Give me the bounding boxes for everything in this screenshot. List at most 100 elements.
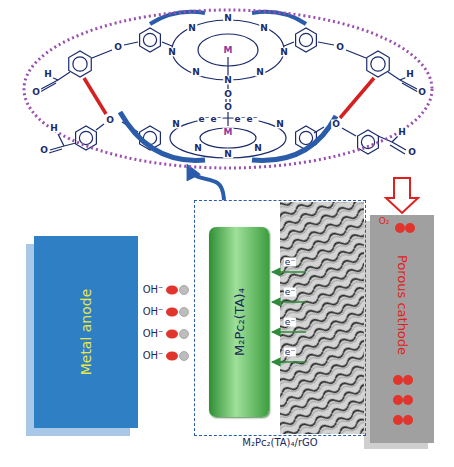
atom-label: H [405, 70, 415, 79]
bond [392, 142, 406, 150]
electron-label: e⁻ [284, 348, 296, 357]
atom-label: N [223, 76, 233, 85]
aromatic-circle [299, 131, 312, 144]
bond [346, 50, 366, 58]
oxygen-atom [403, 395, 413, 405]
atom-label: N [223, 150, 233, 159]
ion-label: OH⁻ [142, 329, 165, 339]
atom-label: H [43, 70, 53, 79]
bond [40, 83, 56, 92]
electron-label: e⁻ [284, 318, 296, 327]
oxygen-atom [403, 415, 413, 425]
hydrogen-atom [180, 330, 189, 339]
atom-label: e⁻ [234, 115, 247, 124]
atom-label: O [407, 148, 417, 157]
electron-label: e⁻ [284, 258, 296, 267]
molecule-structure [40, 12, 418, 161]
atom-label: O [335, 43, 345, 52]
atom-label: O [39, 146, 49, 155]
atom-label: O [417, 88, 427, 97]
atom-label: H [397, 128, 407, 137]
atom-label: O [31, 88, 41, 97]
ion-label: OH⁻ [142, 307, 165, 317]
electron-label: e⁻ [284, 288, 296, 297]
bond [342, 128, 356, 136]
benzene-ring [367, 51, 390, 77]
structure-ellipse: NNNOMONNNNHHNOOOOe⁻e⁻e⁻e⁻ONNOHMHNNOON [22, 8, 434, 170]
vertical-label: Porous cathode [396, 255, 409, 355]
benzene-ring [140, 28, 161, 52]
atom-label: N [187, 24, 197, 33]
aromatic-circle [371, 57, 385, 71]
atom-label: N [255, 68, 265, 77]
atom-label: N [171, 120, 181, 129]
cathode-body [370, 215, 434, 443]
bond [318, 42, 334, 45]
bond [378, 136, 392, 142]
atom-label: O [223, 103, 233, 112]
aromatic-circle [143, 33, 156, 46]
bond [124, 42, 138, 45]
aromatic-circle [73, 57, 87, 71]
atom-label: N [279, 48, 289, 57]
dashed-ellipse [24, 10, 432, 168]
macrocycle-inner [200, 128, 256, 148]
linker-bond [340, 78, 374, 118]
electron-arrow [272, 331, 306, 333]
electron-arrow [272, 361, 306, 363]
atom-label: O [105, 116, 115, 125]
anode-box: Metal anode [34, 236, 138, 428]
hydrogen-atom [180, 308, 189, 317]
linker-bond [84, 78, 106, 114]
electron-arrow [272, 271, 306, 273]
bond [402, 83, 418, 92]
aromatic-circle [299, 33, 312, 46]
electron-arrow [272, 301, 306, 303]
oxygen-atom [395, 223, 405, 233]
bond [92, 50, 112, 58]
benzene-ring [69, 51, 92, 77]
bond [49, 149, 62, 153]
atom-label: N [253, 144, 263, 153]
atom-label: M [223, 128, 234, 137]
composite-caption: M₂Pc₂(TA)₄/rGO [242, 438, 317, 448]
oxygen-atom [393, 395, 403, 405]
vertical-label: Metal anode [79, 289, 93, 376]
aromatic-circle [79, 131, 92, 144]
bond [162, 42, 172, 46]
catalyst-box: M₂Pc₂(TA)₄ [209, 227, 269, 417]
oxygen-atom [166, 352, 178, 361]
benzene-ring [76, 126, 97, 150]
bond [96, 124, 104, 130]
atom-label: M [223, 46, 234, 55]
oxygen-inflow-arrow [386, 178, 418, 213]
atom-label: N [223, 14, 233, 23]
macrocycle [170, 118, 286, 158]
bond [58, 72, 70, 80]
flow-arrow [188, 166, 224, 200]
ion-label: OH⁻ [142, 351, 165, 361]
bond [390, 145, 405, 154]
composite-box: M₂Pc₂(TA)₄/rGOM₂Pc₂(TA)₄ [194, 200, 366, 436]
atom-label: O [223, 90, 233, 99]
bond [284, 42, 294, 46]
gas-label: O₂ [378, 217, 391, 226]
atom-label: N [167, 48, 177, 57]
bond [64, 143, 76, 146]
atom-label: e⁻ [246, 115, 259, 124]
perspective-bond [252, 116, 336, 160]
ion-label: OH⁻ [142, 285, 165, 295]
atom-label: N [191, 68, 201, 77]
oxygen-atom [403, 375, 413, 385]
atom-label: O [331, 120, 341, 129]
oxygen-atom [166, 308, 178, 317]
vertical-label: M₂Pc₂(TA)₄ [233, 288, 246, 356]
graphene-sheet [280, 202, 364, 434]
benzene-ring [296, 28, 317, 52]
oxygen-atom [166, 286, 178, 295]
hydrogen-atom [180, 352, 189, 361]
cathode-box: Porous cathode [370, 215, 434, 443]
